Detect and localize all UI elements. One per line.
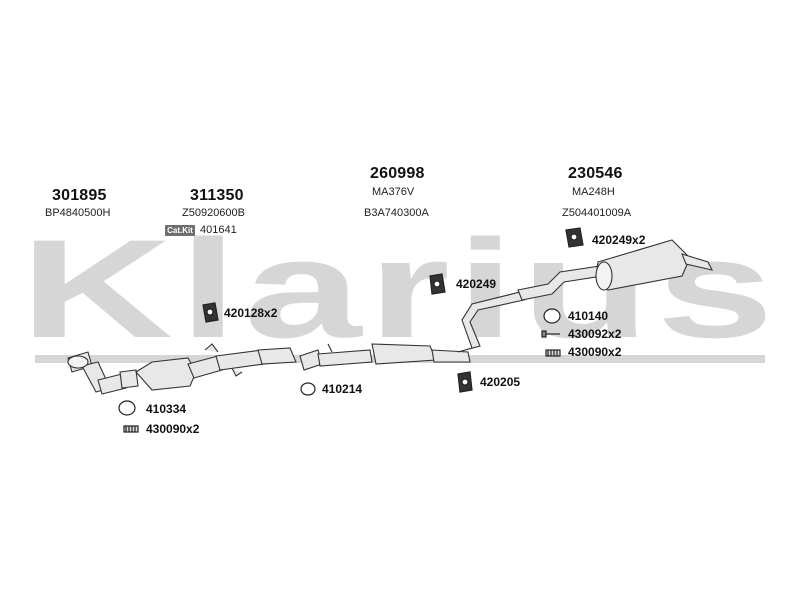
watermark-text: Klarius xyxy=(20,210,780,367)
catkit-badge: Cat.Kit xyxy=(165,225,195,236)
oem-ref-catalyst: Z50920600B xyxy=(182,207,245,219)
catalytic-converter-part xyxy=(135,343,297,391)
bolt-icon xyxy=(541,330,560,338)
fitting-label: 430090x2 xyxy=(568,345,622,359)
part-number-front-pipe: 301895 xyxy=(52,187,107,204)
fitting-label: 420205 xyxy=(480,375,521,389)
front-pipe-part xyxy=(67,351,139,395)
oem-ref-centre-1: MA376V xyxy=(372,186,415,198)
oem-ref-centre-2: B3A740300A xyxy=(364,207,429,219)
part-number-centre: 260998 xyxy=(370,165,425,182)
fitting-label: 420128x2 xyxy=(224,306,278,320)
rubber-hanger-icon xyxy=(429,273,446,295)
gasket-ring-icon xyxy=(300,382,316,396)
catkit-number: 401641 xyxy=(200,224,237,236)
rear-silencer-part xyxy=(457,239,714,353)
rubber-hanger-icon xyxy=(202,302,219,323)
gasket-ring-icon xyxy=(543,308,561,324)
oem-ref-rear-1: MA248H xyxy=(572,186,615,198)
fitting-label: 410334 xyxy=(146,402,187,416)
spring-bolt-icon xyxy=(123,425,139,433)
part-number-catalyst: 311350 xyxy=(190,187,244,204)
oem-ref-front-pipe: BP4840500H xyxy=(45,207,111,219)
spring-bolt-icon xyxy=(545,349,561,357)
part-number-rear: 230546 xyxy=(568,165,623,182)
fitting-label: 430092x2 xyxy=(568,327,622,341)
gasket-ring-icon xyxy=(118,400,136,416)
fitting-label: 420249x2 xyxy=(592,233,646,247)
fitting-label: 420249 xyxy=(456,277,497,291)
centre-silencer-part xyxy=(299,343,471,371)
rubber-hanger-icon xyxy=(457,371,473,393)
fitting-label: 430090x2 xyxy=(146,422,200,436)
fitting-label: 410214 xyxy=(322,382,363,396)
rubber-hanger-icon xyxy=(565,227,584,248)
fitting-label: 410140 xyxy=(568,309,609,323)
oem-ref-rear-2: Z504401009A xyxy=(562,207,632,219)
